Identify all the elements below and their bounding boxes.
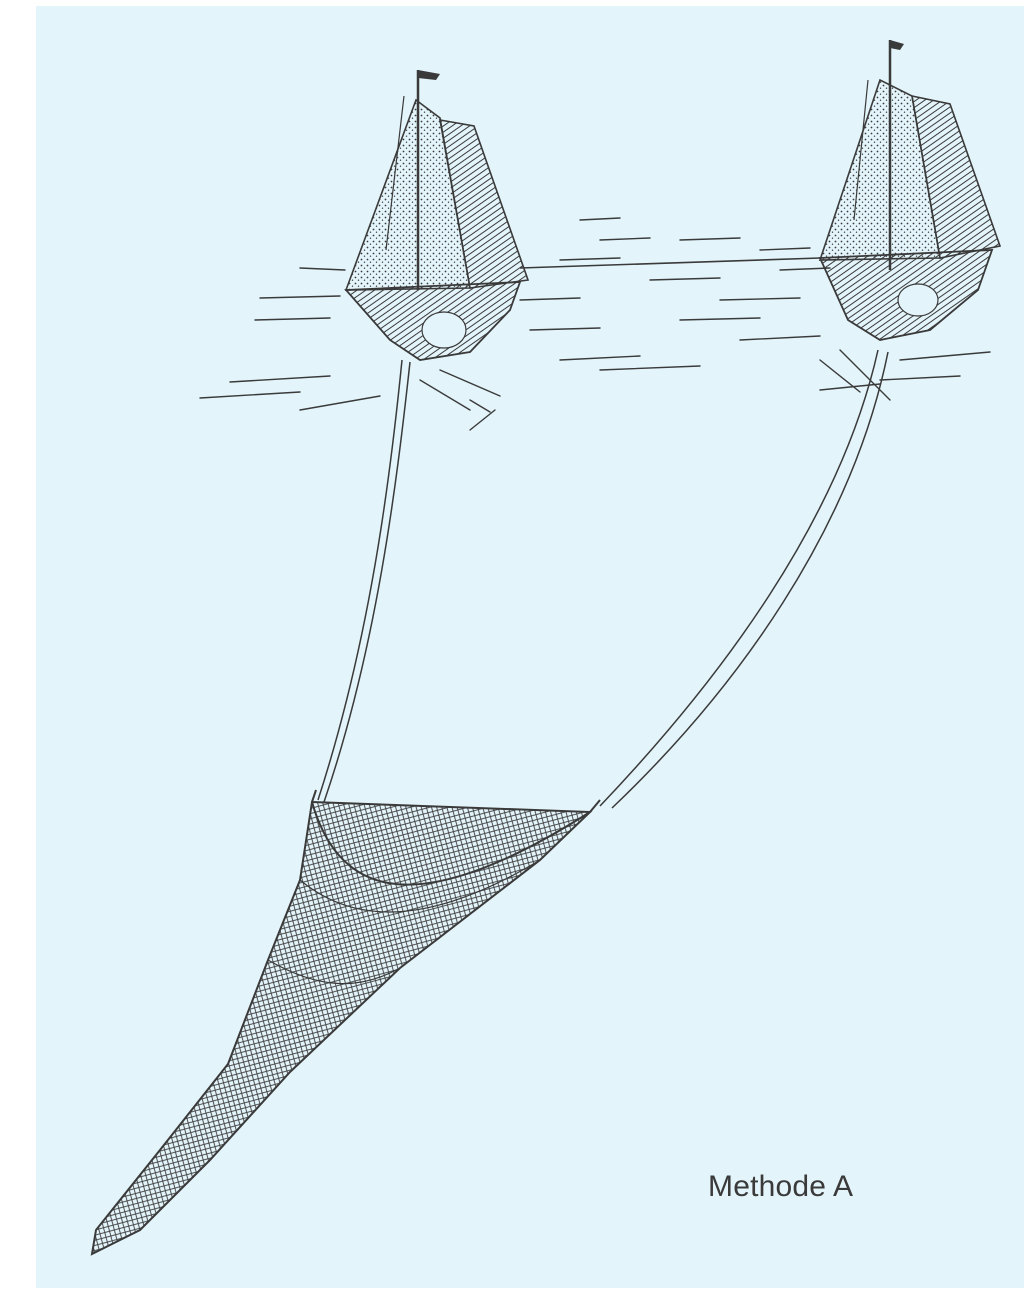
figure-caption: Methode A [708, 1170, 853, 1204]
